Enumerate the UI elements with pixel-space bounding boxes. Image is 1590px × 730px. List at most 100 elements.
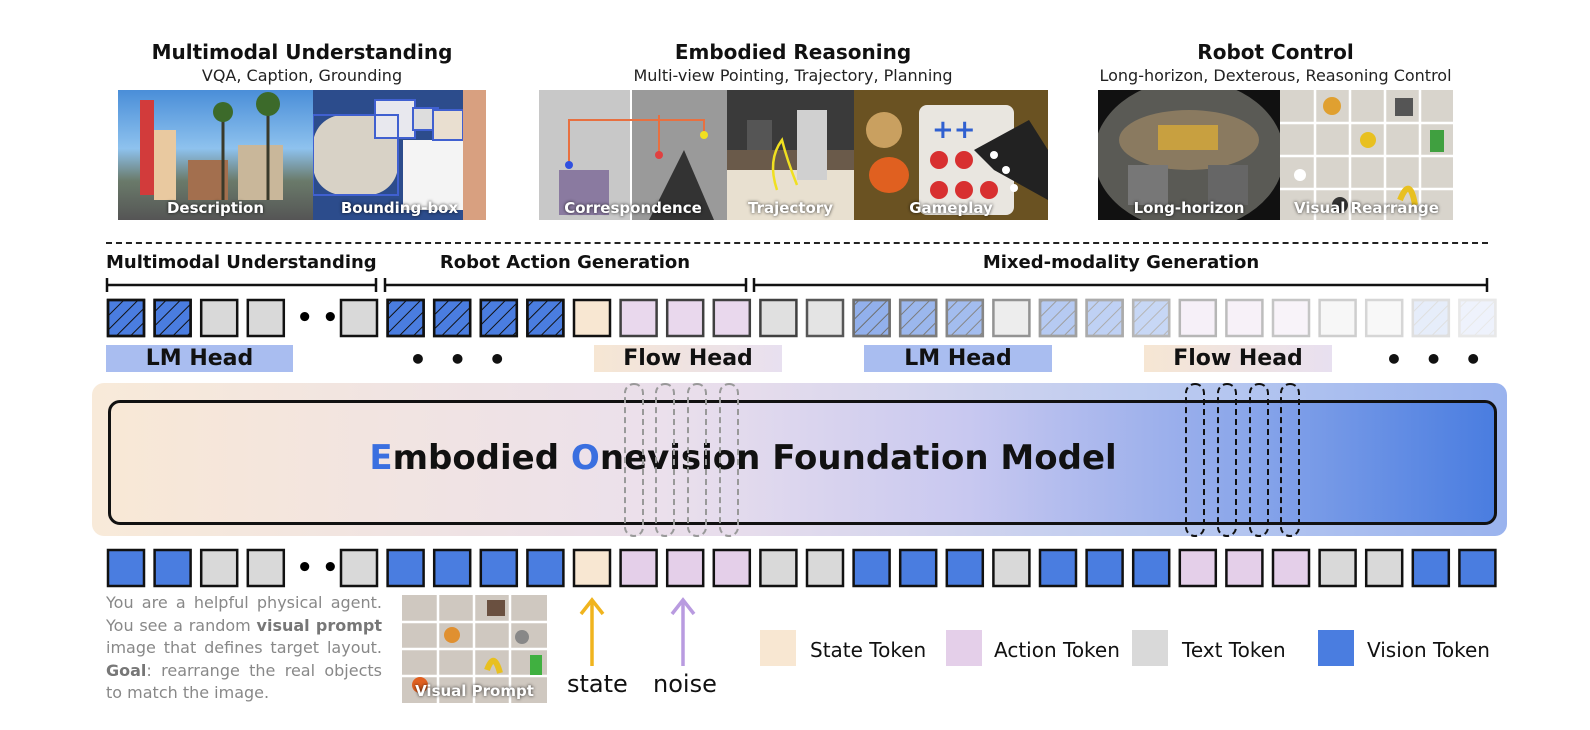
token-action (712, 548, 752, 588)
token-action (1225, 298, 1264, 338)
photo-multiview: Correspondence (539, 90, 727, 220)
token-action (619, 548, 658, 588)
noise-arrow-icon (670, 597, 696, 666)
token-action (665, 548, 705, 588)
output-token-row: • • (106, 298, 1497, 338)
attention-capsules (624, 383, 1300, 537)
photo-caption: Trajectory (748, 199, 833, 217)
token-vision (432, 548, 472, 588)
token-text (759, 298, 798, 338)
token-vision (1131, 548, 1171, 588)
token-vision (1085, 548, 1124, 588)
legend-swatch-vision (1318, 630, 1354, 666)
token-text (246, 298, 286, 338)
token-text (1364, 548, 1404, 588)
model-title-letter-e: E (369, 438, 393, 478)
token-text (992, 298, 1031, 338)
token-vision (898, 298, 938, 338)
svg-text:++: ++ (932, 115, 976, 145)
token-action (1178, 298, 1218, 338)
photo-caption: Correspondence (564, 199, 702, 217)
token-action (1271, 298, 1311, 338)
token-vision (852, 298, 891, 338)
legend-swatch-text (1132, 630, 1168, 666)
visual-prompt-caption: Visual Prompt (415, 682, 534, 700)
token-vision (1085, 298, 1124, 338)
noise-label: noise (653, 670, 717, 698)
input-token-row: • • (106, 548, 1497, 588)
token-vision (1038, 548, 1078, 588)
token-vision (386, 548, 425, 588)
token-vision (386, 298, 425, 338)
legend-swatch-state (760, 630, 796, 666)
photo-caption: Bounding-box (340, 199, 459, 217)
token-vision (852, 548, 891, 588)
prompt-bold-goal: Goal (106, 660, 147, 680)
token-action (712, 298, 752, 338)
flow-head-2: Flow Head (1144, 345, 1332, 372)
state-arrow-icon (579, 597, 605, 666)
token-state (572, 548, 612, 588)
lm-head-2: LM Head (864, 345, 1052, 372)
token-text (805, 298, 845, 338)
ellipsis-1: • • • (409, 343, 513, 376)
token-text (1318, 298, 1357, 338)
photo-grid-objects: Visual Rearrange (1280, 90, 1453, 220)
section-subtitle-reasoning: Multi-view Pointing, Trajectory, Plannin… (633, 66, 953, 85)
token-text (246, 548, 286, 588)
token-vision (1131, 298, 1171, 338)
token-vision (153, 298, 192, 338)
token-vision (526, 298, 565, 338)
legend-label-vision: Vision Token (1367, 638, 1490, 662)
token-vision (106, 298, 146, 338)
section-title-reasoning: Embodied Reasoning (674, 40, 912, 64)
token-text (199, 548, 239, 588)
model-title-part2: nevision Foundation Model (599, 438, 1117, 478)
token-ellipsis: • • (296, 303, 338, 333)
photo-caption: Visual Rearrange (1294, 199, 1439, 217)
model-title-part1: mbodied (392, 438, 571, 478)
section-title-understanding: Multimodal Understanding (151, 40, 453, 64)
prompt-text-c: : rearrange the real objects to match th… (106, 660, 382, 703)
legend-label-action: Action Token (994, 638, 1120, 662)
instruction-prompt: You are a helpful physical agent. You se… (106, 592, 382, 705)
prompt-text-b: image that defines target layout. (106, 638, 382, 657)
token-text (759, 548, 798, 588)
token-vision (1458, 298, 1497, 338)
token-text (1364, 298, 1404, 338)
prompt-text-a: You are a helpful physical agent. You se… (106, 593, 382, 635)
photo-caption: Long-horizon (1133, 199, 1245, 217)
token-vision (479, 548, 519, 588)
token-vision (1458, 548, 1497, 588)
token-text (1318, 548, 1357, 588)
state-label: state (567, 670, 628, 698)
photo-caption: Gameplay (909, 199, 993, 217)
token-vision (945, 298, 985, 338)
token-vision (526, 548, 565, 588)
lm-head-1: LM Head (106, 345, 293, 372)
prompt-bold-visual-prompt: visual prompt (256, 615, 382, 635)
token-vision (432, 298, 472, 338)
group-label-mixed: Mixed-modality Generation (982, 252, 1260, 273)
token-action (1271, 548, 1311, 588)
photo-kitchen-robot: Trajectory (727, 90, 854, 220)
token-text (339, 298, 379, 338)
token-text (199, 298, 239, 338)
visual-prompt-image: Visual Prompt (402, 595, 547, 703)
legend-label-text: Text Token (1182, 638, 1286, 662)
token-text (992, 548, 1031, 588)
token-vision (898, 548, 938, 588)
section-subtitle-understanding: VQA, Caption, Grounding (201, 66, 403, 85)
group-brackets (105, 278, 1489, 292)
token-vision (1038, 298, 1078, 338)
flow-head-1: Flow Head (594, 345, 782, 372)
state-noise-arrows (579, 597, 696, 666)
token-vision (153, 548, 192, 588)
photo-caption: Description (166, 199, 265, 217)
token-action (619, 298, 658, 338)
legend-label-state: State Token (810, 638, 927, 662)
model-title-letter-o: O (570, 438, 600, 478)
dashed-separator (106, 242, 1488, 244)
token-action (1178, 548, 1218, 588)
token-vision (106, 548, 146, 588)
